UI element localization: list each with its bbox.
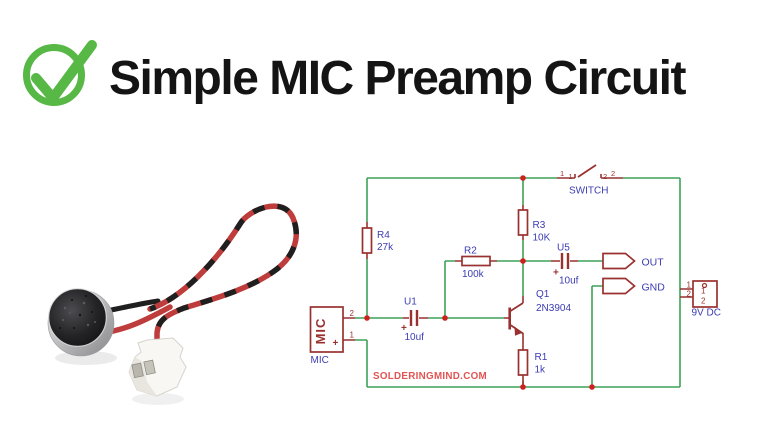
capacitor-value: 10uf	[559, 276, 579, 287]
switch-pin-number: 2	[611, 169, 615, 178]
power-connector-9v: 1 2 1 2 9V DC	[687, 280, 721, 319]
junction-dot	[442, 315, 448, 321]
power-pin-number: 1	[687, 281, 692, 290]
resistor-value: 1k	[535, 365, 547, 376]
mic-label: MIC	[311, 355, 329, 366]
resistor-ref: R4	[377, 230, 390, 241]
resistor-r1: R1 1k	[517, 349, 548, 376]
out-label: OUT	[642, 257, 665, 269]
transistor-q1: Q1 2N3904	[508, 289, 571, 336]
jst-slot-1	[131, 362, 144, 379]
check-icon-tick	[31, 40, 97, 103]
jst-slot-2	[143, 359, 156, 376]
resistor-value: 10K	[533, 233, 551, 244]
resistor-r3: R3 10K	[517, 209, 551, 244]
capacitor-u1: + U1 10uf	[401, 297, 424, 344]
component-pins	[343, 174, 693, 387]
gnd-flag-shape	[602, 277, 636, 295]
power-label: 9V DC	[692, 308, 721, 319]
check-icon	[23, 40, 97, 106]
junction-dot	[520, 258, 526, 264]
resistor-value: 27k	[377, 242, 394, 253]
mic-wire-black-twist	[149, 203, 299, 347]
resistor-r2: R2 100k	[461, 246, 491, 280]
junction-dot	[364, 315, 370, 321]
capacitor-plates	[560, 253, 570, 269]
switch-pin-number: 2	[603, 172, 607, 181]
resistor-ref: R3	[533, 220, 546, 231]
emitter-arrow	[514, 326, 522, 336]
capacitor-value: 10uf	[405, 332, 425, 343]
resistor-body	[461, 255, 491, 267]
power-box	[692, 280, 718, 308]
capacitor-plates	[409, 310, 419, 326]
transistor-ref: Q1	[536, 289, 550, 300]
switch-pin-number: 1	[560, 169, 564, 178]
mic-box-text: MIC	[313, 318, 328, 345]
resistor-value: 100k	[462, 269, 485, 280]
power-inner-pin: 1	[701, 287, 706, 296]
watermark: SOLDERINGMIND.COM	[373, 371, 487, 382]
gnd-flag: GND	[602, 277, 666, 295]
polarity-plus: +	[553, 268, 559, 279]
power-inner-pin: 2	[701, 297, 706, 306]
page-title: Simple MIC Preamp Circuit	[109, 52, 686, 105]
resistor-ref: R1	[535, 352, 548, 363]
switch-blade	[577, 164, 597, 178]
mic-pin-number: 1	[350, 331, 355, 340]
mic-pin-number: 2	[350, 309, 355, 318]
capacitor-u5: + U5 10uf	[553, 243, 579, 287]
connector-shadow	[132, 393, 184, 405]
microphone-photo	[47, 203, 300, 405]
out-flag-shape	[602, 252, 636, 270]
polarity-plus: +	[333, 338, 339, 349]
switch-pin-number: 1	[569, 172, 573, 181]
transistor-value: 2N3904	[536, 303, 571, 314]
pin1-marker	[701, 282, 708, 289]
junction-dots	[364, 175, 595, 390]
polarity-plus: +	[401, 323, 407, 334]
mic-capsule-rim	[48, 288, 107, 347]
switch-label: SWITCH	[569, 186, 608, 197]
out-flag: OUT	[602, 252, 665, 270]
resistor-body	[361, 227, 373, 254]
capacitor-ref: U5	[557, 243, 570, 254]
junction-dot	[589, 384, 595, 390]
capacitor-ref: U1	[404, 297, 417, 308]
mic-box	[309, 306, 344, 353]
switch: 1 1 2 2 SWITCH	[560, 164, 615, 197]
gnd-label: GND	[642, 282, 666, 294]
resistor-ref: R2	[464, 246, 477, 257]
mic-capsule-foam	[49, 289, 106, 346]
mic-foam-texture	[59, 295, 96, 329]
mic-wire-red-loop	[147, 203, 300, 350]
circuit-schematic: 1 1 2 2 SWITCH R4 27k R3 10K R2 100k R1	[309, 164, 721, 390]
resistor-body	[517, 349, 529, 376]
resistor-body	[517, 209, 529, 236]
resistor-r4: R4 27k	[361, 227, 394, 254]
mic-connector: MIC + 2 1 MIC	[309, 306, 355, 366]
junction-dot	[520, 175, 526, 181]
junction-dot	[520, 384, 526, 390]
power-pin-number: 2	[687, 290, 692, 299]
circuit-wires	[355, 177, 681, 388]
